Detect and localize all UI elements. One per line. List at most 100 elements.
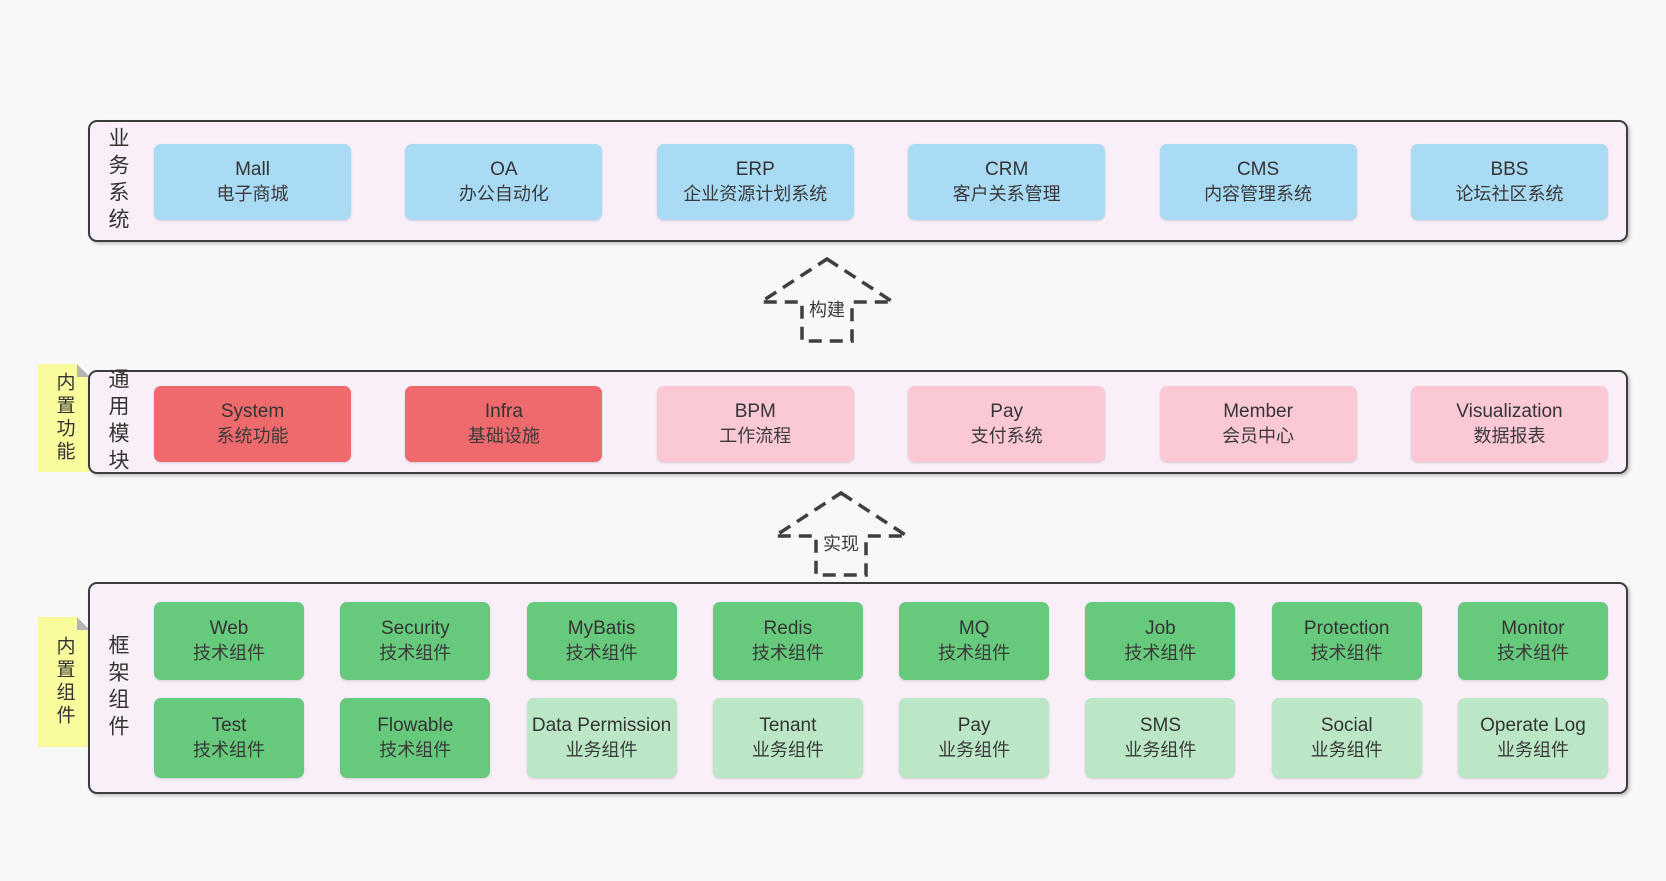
module-box-sms: SMS 业务组件 — [1085, 698, 1236, 778]
module-box-monitor: Monitor 技术组件 — [1457, 602, 1608, 680]
module-box-operate-log: Operate Log 业务组件 — [1457, 698, 1608, 778]
box-title: Flowable — [377, 715, 454, 736]
box-title: Operate Log — [1480, 715, 1586, 736]
sticky-built-in-components: 内置组件 — [38, 617, 90, 747]
box-subtitle: 技术组件 — [565, 643, 638, 663]
box-subtitle: 技术组件 — [379, 740, 452, 760]
module-box-web: Web 技术组件 — [154, 602, 304, 680]
module-box-mq: MQ 技术组件 — [899, 602, 1050, 680]
box-title: Protection — [1303, 618, 1390, 639]
box-subtitle: 业务组件 — [938, 740, 1011, 760]
box-subtitle: 系统功能 — [216, 426, 289, 446]
box-title: Monitor — [1501, 618, 1565, 639]
box-title: Data Permission — [531, 715, 672, 736]
box-subtitle: 技术组件 — [1496, 643, 1569, 663]
module-box-cms: CMS 内容管理系统 — [1159, 144, 1357, 220]
box-title: Test — [211, 715, 247, 736]
module-box-oa: OA 办公自动化 — [405, 144, 603, 220]
box-subtitle: 技术组件 — [938, 643, 1011, 663]
box-subtitle: 数据报表 — [1473, 426, 1546, 446]
module-box-member: Member 会员中心 — [1159, 386, 1357, 462]
up-block-arrow-icon — [756, 256, 898, 343]
box-subtitle: 内容管理系统 — [1204, 184, 1313, 204]
module-box-social: Social 业务组件 — [1271, 698, 1422, 778]
box-subtitle: 支付系统 — [970, 426, 1043, 446]
module-box-pay: Pay 业务组件 — [899, 698, 1050, 778]
box-subtitle: 技术组件 — [379, 643, 452, 663]
band-label-business-systems: 业务系统 — [106, 127, 129, 235]
sticky-built-in-components-label: 内置组件 — [53, 636, 75, 728]
box-title: Member — [1223, 401, 1293, 422]
box-subtitle: 客户关系管理 — [952, 184, 1061, 204]
box-title: CRM — [985, 159, 1029, 180]
band-label-common-modules: 通用模块 — [106, 368, 129, 476]
box-title: MQ — [958, 618, 990, 639]
box-subtitle: 技术组件 — [1124, 643, 1197, 663]
box-subtitle: 电子商城 — [216, 184, 289, 204]
box-title: Visualization — [1456, 401, 1563, 422]
box-subtitle: 论坛社区系统 — [1455, 184, 1564, 204]
arrow-build-label: 构建 — [804, 295, 850, 323]
box-subtitle: 企业资源计划系统 — [683, 184, 828, 204]
box-title: BBS — [1490, 159, 1529, 180]
box-title: MyBatis — [567, 618, 636, 639]
box-subtitle: 业务组件 — [1310, 740, 1383, 760]
module-box-job: Job 技术组件 — [1085, 602, 1236, 680]
box-subtitle: 会员中心 — [1222, 426, 1295, 446]
box-title: SMS — [1139, 715, 1181, 736]
box-title: Tenant — [759, 715, 817, 736]
band-label-framework-components: 框架组件 — [106, 634, 129, 742]
box-subtitle: 业务组件 — [1496, 740, 1569, 760]
box-title: Job — [1145, 618, 1176, 639]
band-common-modules: 通用模块 System 系统功能 Infra 基础设施 BPM 工作流程 Pay 支付系统 Me… — [88, 368, 1628, 476]
box-subtitle: 技术组件 — [193, 740, 265, 760]
box-title: BPM — [734, 401, 776, 422]
module-box-tenant: Tenant 业务组件 — [712, 698, 863, 778]
module-box-system: System 系统功能 — [154, 386, 351, 462]
module-box-bbs: BBS 论坛社区系统 — [1410, 144, 1608, 220]
box-title: Redis — [763, 618, 813, 639]
common-modules-box-row: System 系统功能 Infra 基础设施 BPM 工作流程 Pay 支付系统 Member 会… — [154, 386, 1608, 462]
box-title: Infra — [484, 401, 523, 422]
box-title: OA — [490, 159, 518, 180]
module-box-flowable: Flowable 技术组件 — [340, 698, 491, 778]
box-title: Social — [1320, 715, 1373, 736]
box-title: Security — [380, 618, 450, 639]
box-title: CMS — [1236, 159, 1280, 180]
box-title: System — [220, 401, 285, 422]
module-box-infra: Infra 基础设施 — [405, 386, 603, 462]
module-box-visualization: Visualization 数据报表 — [1410, 386, 1608, 462]
box-subtitle: 工作流程 — [719, 426, 792, 446]
arrow-implement: 实现 — [770, 489, 912, 579]
module-box-mall: Mall 电子商城 — [154, 144, 351, 220]
box-subtitle: 技术组件 — [1310, 643, 1383, 663]
module-box-data-permission: Data Permission 业务组件 — [526, 698, 677, 778]
module-box-bpm: BPM 工作流程 — [656, 386, 854, 462]
box-subtitle: 技术组件 — [193, 643, 265, 663]
box-title: Pay — [957, 715, 991, 736]
module-box-security: Security 技术组件 — [340, 602, 491, 680]
box-title: Mall — [235, 159, 270, 180]
up-block-arrow-icon — [770, 490, 912, 577]
box-subtitle: 业务组件 — [1124, 740, 1197, 760]
box-subtitle: 基础设施 — [467, 426, 540, 446]
arrow-build: 构建 — [756, 255, 898, 345]
box-subtitle: 业务组件 — [565, 740, 638, 760]
sticky-built-in-features: 内置功能 — [38, 364, 90, 472]
module-box-test: Test 技术组件 — [154, 698, 304, 778]
box-subtitle: 业务组件 — [751, 740, 824, 760]
module-box-mybatis: MyBatis 技术组件 — [526, 602, 677, 680]
box-title: Web — [209, 618, 249, 639]
box-title: Pay — [990, 401, 1024, 422]
sticky-built-in-features-label: 内置功能 — [53, 372, 75, 464]
module-box-protection: Protection 技术组件 — [1271, 602, 1422, 680]
module-box-pay: Pay 支付系统 — [908, 386, 1106, 462]
arrow-implement-label: 实现 — [818, 529, 864, 557]
box-subtitle: 办公自动化 — [458, 184, 549, 204]
